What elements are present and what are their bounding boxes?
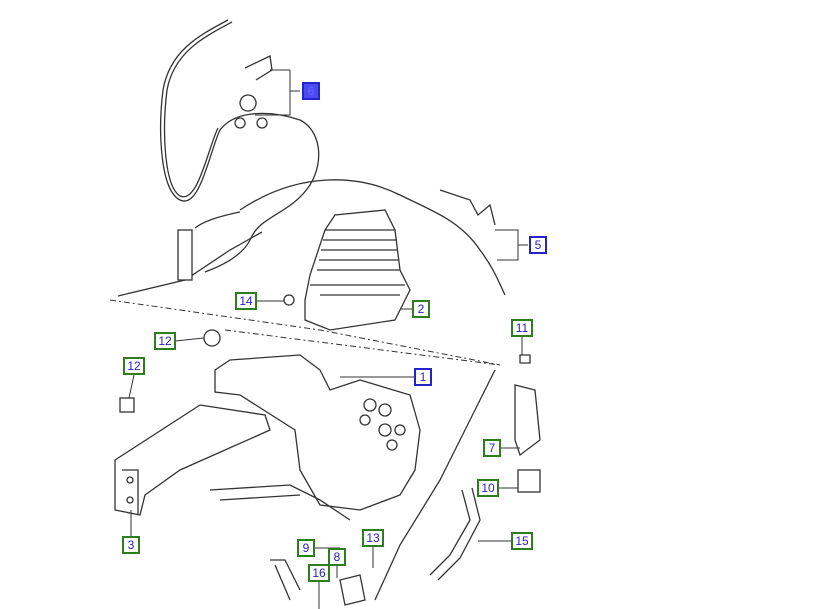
grommet-part-12 [119, 397, 135, 413]
callout-11[interactable]: 11 [511, 319, 533, 337]
intermediate-cable [374, 369, 496, 601]
callout-1[interactable]: 1 [414, 368, 432, 386]
callout-7[interactable]: 7 [483, 439, 501, 457]
hose-part-15 [429, 487, 481, 581]
front-brake-cable-part-5 [239, 179, 506, 296]
bracket-part-8 [339, 574, 366, 606]
bolt-part-11 [519, 354, 531, 364]
callout-3[interactable]: 3 [122, 536, 140, 554]
rear-brake-cable-part-6 [117, 19, 320, 297]
handle-part-16 [270, 559, 301, 601]
clip-part-14 [283, 294, 295, 306]
nut-part-12 [203, 329, 221, 347]
leader-lines [128, 69, 528, 609]
callout-16[interactable]: 16 [308, 564, 330, 582]
gaiter-boot-part-2 [304, 209, 411, 331]
callout-2[interactable]: 2 [412, 300, 430, 318]
callout-5[interactable]: 5 [529, 236, 547, 254]
callout-13[interactable]: 13 [362, 529, 384, 547]
callout-6[interactable]: 6 [302, 82, 320, 100]
callout-9[interactable]: 9 [297, 539, 315, 557]
callout-10[interactable]: 10 [477, 479, 499, 497]
bracket-part-7 [514, 384, 541, 457]
callout-12-nut[interactable]: 12 [154, 332, 176, 350]
clip-part-10 [517, 469, 541, 493]
callout-12-grommet[interactable]: 12 [123, 357, 145, 375]
callout-8[interactable]: 8 [328, 548, 346, 566]
callout-14[interactable]: 14 [235, 292, 257, 310]
mounting-bracket-part-3 [114, 404, 271, 516]
parking-brake-lever-part-1 [209, 354, 421, 521]
callout-15[interactable]: 15 [511, 532, 533, 550]
